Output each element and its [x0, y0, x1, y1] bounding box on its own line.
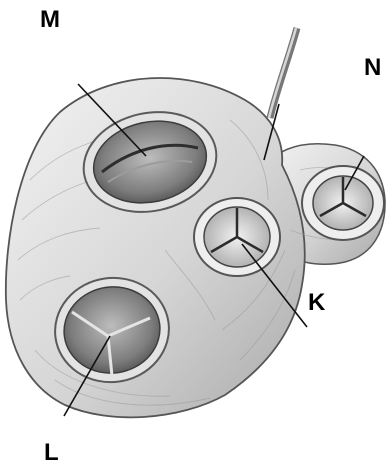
label-n: N: [364, 56, 381, 80]
label-m: M: [40, 8, 60, 32]
label-k: K: [308, 291, 325, 315]
catheter-highlight: [269, 28, 296, 118]
label-l: L: [44, 441, 59, 465]
